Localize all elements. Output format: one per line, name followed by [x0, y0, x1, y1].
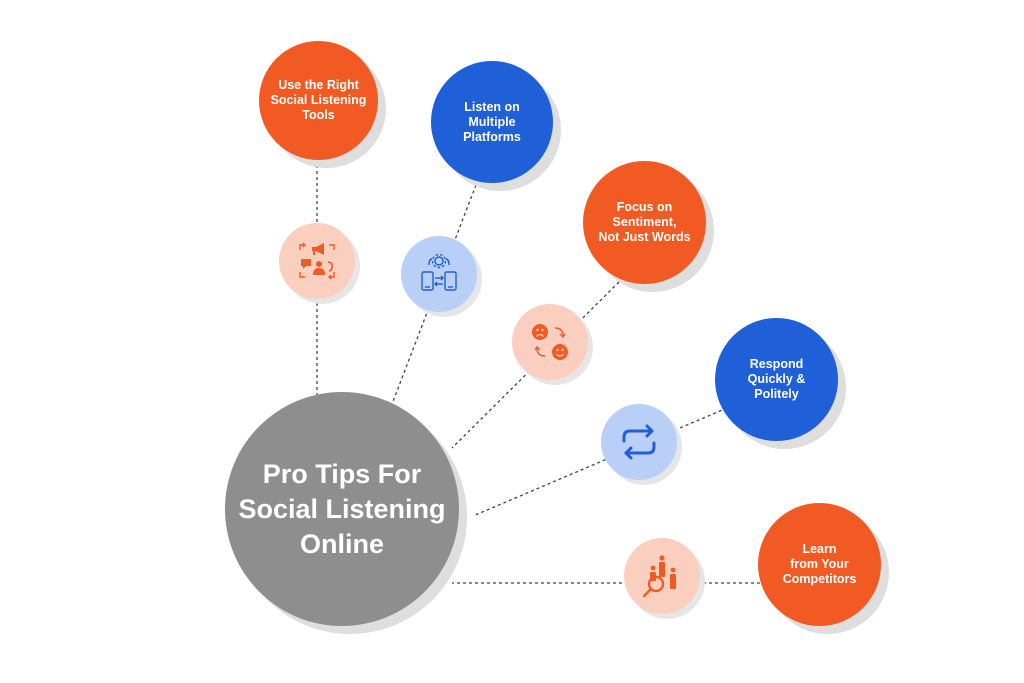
tip-circle-respond: Respond Quickly & Politely: [715, 318, 838, 441]
tip-label-sentiment: Focus on Sentiment, Not Just Words: [598, 200, 691, 244]
tip-circle-competitors: Learn from Your Competitors: [758, 503, 881, 626]
icon-circle-platforms: [401, 236, 477, 312]
tip-circle-platforms: Listen on Multiple Platforms: [431, 61, 553, 183]
icon-circle-tools: [279, 223, 355, 299]
refresh-arrows-icon: [616, 419, 662, 465]
devices-sync-icon: [416, 251, 462, 297]
center-topic-label: Pro Tips For Social Listening Online: [238, 458, 446, 559]
icon-circle-respond: [601, 404, 677, 480]
connector-respond: [472, 407, 728, 517]
tip-label-respond: Respond Quickly & Politely: [747, 357, 806, 401]
center-topic-circle: Pro Tips For Social Listening Online: [225, 392, 459, 626]
competitor-analysis-icon: [639, 553, 685, 599]
icon-circle-sentiment: [512, 304, 588, 380]
tip-label-platforms: Listen on Multiple Platforms: [463, 99, 521, 144]
tip-label-competitors: Learn from Your Competitors: [782, 542, 857, 586]
tip-label-tools: Use the Right Social Listening Tools: [270, 78, 367, 122]
megaphone-feedback-icon: [294, 238, 340, 284]
tip-circle-sentiment: Focus on Sentiment, Not Just Words: [583, 161, 706, 284]
tip-circle-tools: Use the Right Social Listening Tools: [259, 41, 378, 160]
icon-circle-competitors: [624, 538, 700, 614]
sentiment-faces-icon: [527, 319, 573, 365]
